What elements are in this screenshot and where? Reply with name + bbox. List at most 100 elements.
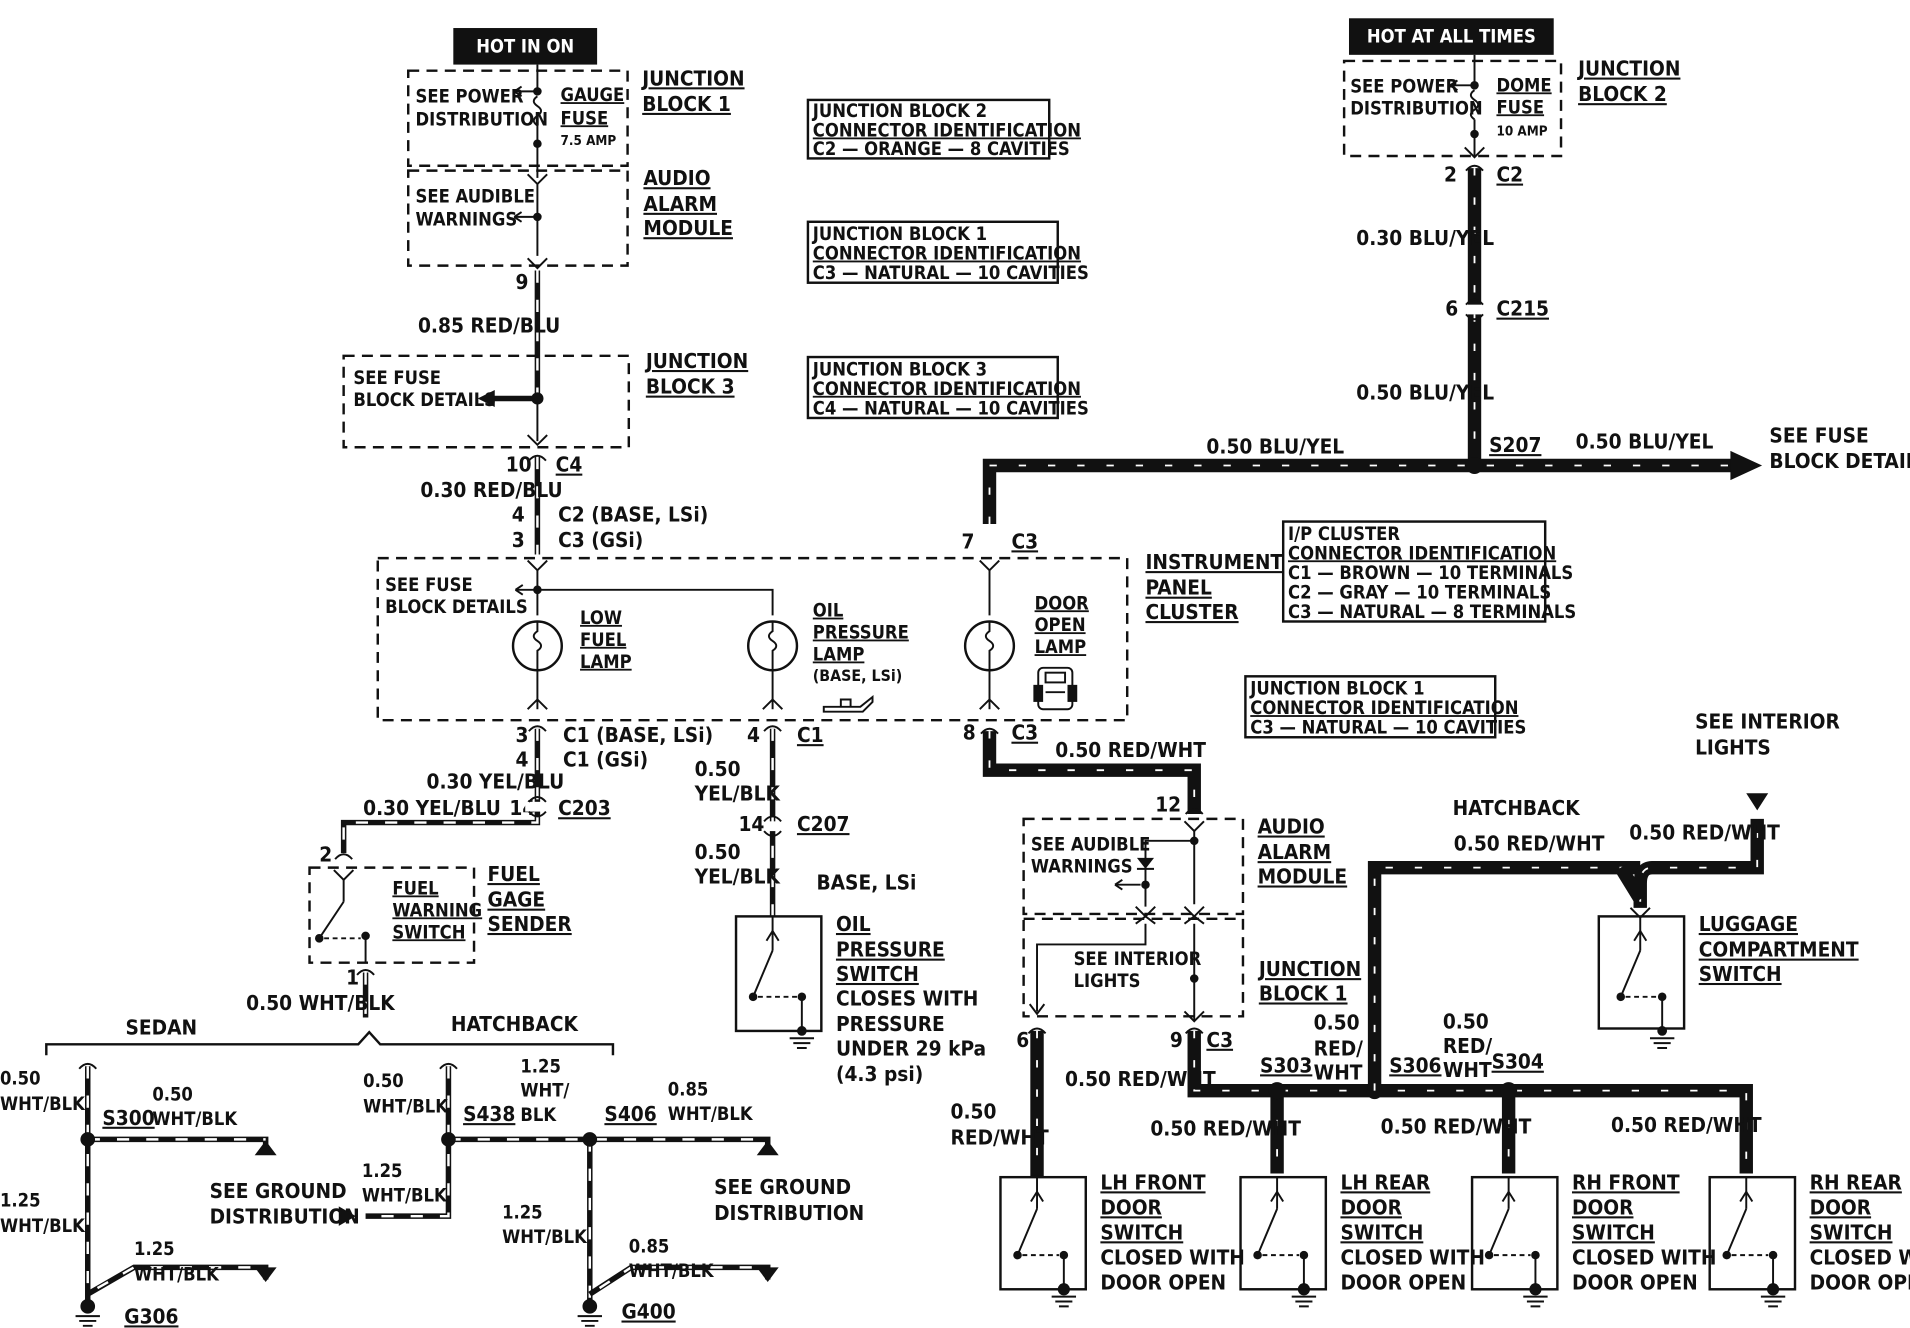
hot-in-on-header: HOT IN ON bbox=[453, 28, 598, 65]
luggage-compartment-switch-name: LUGGAGE bbox=[1699, 912, 1798, 936]
svg-text:WHT/BLK: WHT/BLK bbox=[362, 1186, 448, 1207]
svg-text:SENDER: SENDER bbox=[487, 912, 571, 936]
door-switch-label: SWITCH bbox=[1810, 1220, 1893, 1244]
svg-text:WARNINGS: WARNINGS bbox=[1031, 857, 1133, 878]
svg-text:G306: G306 bbox=[124, 1304, 178, 1328]
svg-text:10: 10 bbox=[506, 453, 532, 477]
svg-text:C2 — GRAY — 10 TERMINALS: C2 — GRAY — 10 TERMINALS bbox=[1288, 582, 1551, 603]
fuel-gage-sender bbox=[308, 866, 476, 964]
door-switch-label: CLOSED WITH bbox=[1100, 1245, 1245, 1269]
svg-text:CONNECTOR IDENTIFICATION: CONNECTOR IDENTIFICATION bbox=[813, 379, 1081, 400]
oil-pressure-lamp-label: OIL bbox=[813, 601, 844, 622]
hot-at-all-times-header: HOT AT ALL TIMES bbox=[1348, 18, 1554, 55]
door-switch-label: DOOR OPEN bbox=[1572, 1270, 1698, 1294]
wire-label: 0.30 YEL/BLU bbox=[363, 796, 501, 820]
svg-text:C1: C1 bbox=[797, 723, 824, 747]
hatchback-label-right: HATCHBACK bbox=[1453, 796, 1581, 820]
svg-text:3: 3 bbox=[515, 723, 528, 747]
svg-text:S304: S304 bbox=[1492, 1050, 1544, 1074]
svg-text:C1 (GSi): C1 (GSi) bbox=[563, 747, 648, 771]
svg-text:2: 2 bbox=[319, 843, 332, 867]
svg-text:OPEN: OPEN bbox=[1035, 615, 1086, 636]
svg-text:JUNCTION BLOCK 1: JUNCTION BLOCK 1 bbox=[1249, 679, 1424, 700]
door-switch-name: LH REAR bbox=[1340, 1170, 1430, 1194]
door-switch-label: CLOSED WITH bbox=[1340, 1245, 1485, 1269]
door-switch-name: RH FRONT bbox=[1572, 1170, 1680, 1194]
svg-text:CONNECTOR IDENTIFICATION: CONNECTOR IDENTIFICATION bbox=[1288, 543, 1556, 564]
svg-text:1.25: 1.25 bbox=[134, 1239, 175, 1260]
svg-text:C3: C3 bbox=[1011, 721, 1038, 745]
svg-text:(BASE, LSi): (BASE, LSi) bbox=[813, 666, 902, 685]
svg-text:COMPARTMENT: COMPARTMENT bbox=[1699, 938, 1859, 962]
svg-text:8: 8 bbox=[963, 721, 976, 745]
wire-label: 0.50 BLU/YEL bbox=[1206, 434, 1344, 458]
svg-text:C3 — NATURAL — 10 CAVITIES: C3 — NATURAL — 10 CAVITIES bbox=[1250, 718, 1526, 739]
svg-text:C3: C3 bbox=[1011, 529, 1038, 553]
svg-text:BASE, LSi: BASE, LSi bbox=[816, 871, 916, 895]
svg-text:0.50: 0.50 bbox=[0, 1069, 41, 1090]
svg-text:LAMP: LAMP bbox=[580, 652, 632, 673]
wire-label: 0.50 BLU/YEL bbox=[1356, 381, 1494, 405]
wire-label: 0.30 RED/BLU bbox=[420, 478, 562, 502]
svg-text:4: 4 bbox=[512, 503, 525, 527]
svg-text:WHT/BLK: WHT/BLK bbox=[0, 1216, 86, 1237]
oil-pressure-switch-name: OIL bbox=[836, 912, 871, 936]
junction-block-2-name: JUNCTION bbox=[1576, 57, 1680, 81]
audio-alarm-module-top bbox=[407, 169, 629, 267]
svg-text:FUEL: FUEL bbox=[580, 630, 627, 651]
svg-text:C215: C215 bbox=[1496, 297, 1549, 321]
wire-label: 0.50 RED/WHT bbox=[1150, 1117, 1301, 1141]
svg-text:CLUSTER: CLUSTER bbox=[1145, 600, 1238, 624]
wire-label: 0.50 RED/WHT bbox=[1381, 1114, 1532, 1138]
svg-text:C1 (BASE, LSi): C1 (BASE, LSi) bbox=[563, 723, 713, 747]
svg-text:1.25: 1.25 bbox=[502, 1203, 543, 1224]
svg-text:12: 12 bbox=[1155, 793, 1181, 817]
svg-text:C3: C3 bbox=[1206, 1028, 1233, 1052]
junction-block-1-name: JUNCTION bbox=[640, 66, 744, 90]
svg-text:SEE FUSE: SEE FUSE bbox=[353, 368, 441, 389]
svg-text:CONNECTOR IDENTIFICATION: CONNECTOR IDENTIFICATION bbox=[813, 244, 1081, 265]
door-switch-label: SWITCH bbox=[1340, 1220, 1423, 1244]
door-switch-label: DOOR bbox=[1810, 1195, 1871, 1219]
svg-text:1.25: 1.25 bbox=[0, 1190, 41, 1211]
svg-text:0.85: 0.85 bbox=[629, 1237, 670, 1258]
oil-pressure-lamp-icon bbox=[747, 620, 799, 710]
svg-text:DISTRIBUTION: DISTRIBUTION bbox=[210, 1204, 360, 1228]
svg-text:WHT/BLK: WHT/BLK bbox=[363, 1097, 449, 1118]
svg-text:CONNECTOR IDENTIFICATION: CONNECTOR IDENTIFICATION bbox=[1250, 698, 1518, 719]
svg-text:JUNCTION BLOCK 3: JUNCTION BLOCK 3 bbox=[812, 359, 987, 380]
svg-text:C203: C203 bbox=[558, 796, 611, 820]
luggage-switch-icon bbox=[1616, 907, 1675, 1049]
junction-block-3 bbox=[342, 354, 631, 449]
svg-text:WHT/BLK: WHT/BLK bbox=[152, 1109, 238, 1130]
wire-label: 0.50 WHT/BLK bbox=[246, 991, 395, 1015]
svg-text:S306: S306 bbox=[1389, 1053, 1441, 1077]
svg-text:BLOCK DETAILS: BLOCK DETAILS bbox=[385, 597, 528, 618]
hatchback-label: HATCHBACK bbox=[451, 1012, 579, 1036]
svg-text:ALARM: ALARM bbox=[1258, 840, 1332, 864]
low-fuel-lamp-icon bbox=[511, 620, 563, 710]
door-switch-label: DOOR bbox=[1100, 1195, 1161, 1219]
svg-text:PANEL: PANEL bbox=[1145, 576, 1211, 600]
oil-pressure-switch-icon bbox=[748, 916, 815, 1049]
svg-text:S300: S300 bbox=[102, 1106, 154, 1130]
svg-text:I/P CLUSTER: I/P CLUSTER bbox=[1288, 524, 1400, 545]
svg-text:S406: S406 bbox=[604, 1102, 656, 1126]
svg-text:CONNECTOR IDENTIFICATION: CONNECTOR IDENTIFICATION bbox=[813, 120, 1081, 141]
svg-text:SWITCH: SWITCH bbox=[1699, 962, 1782, 986]
svg-text:YEL/BLK: YEL/BLK bbox=[694, 864, 781, 888]
svg-text:WHT/: WHT/ bbox=[520, 1081, 569, 1102]
svg-text:SEE INTERIOR: SEE INTERIOR bbox=[1074, 949, 1202, 970]
svg-text:WARNINGS: WARNINGS bbox=[416, 209, 518, 230]
svg-text:0.85: 0.85 bbox=[668, 1080, 709, 1101]
svg-text:DISTRIBUTION: DISTRIBUTION bbox=[714, 1201, 864, 1225]
svg-text:C3 — NATURAL — 10 CAVITIES: C3 — NATURAL — 10 CAVITIES bbox=[813, 263, 1089, 284]
svg-text:FUSE: FUSE bbox=[1496, 97, 1544, 118]
svg-text:0.50: 0.50 bbox=[152, 1084, 193, 1105]
svg-text:9: 9 bbox=[515, 270, 528, 294]
connector-id-jb2: JUNCTION BLOCK 2 CONNECTOR IDENTIFICATIO… bbox=[806, 98, 1081, 160]
svg-text:FUSE: FUSE bbox=[561, 108, 609, 129]
svg-text:MODULE: MODULE bbox=[643, 216, 733, 240]
